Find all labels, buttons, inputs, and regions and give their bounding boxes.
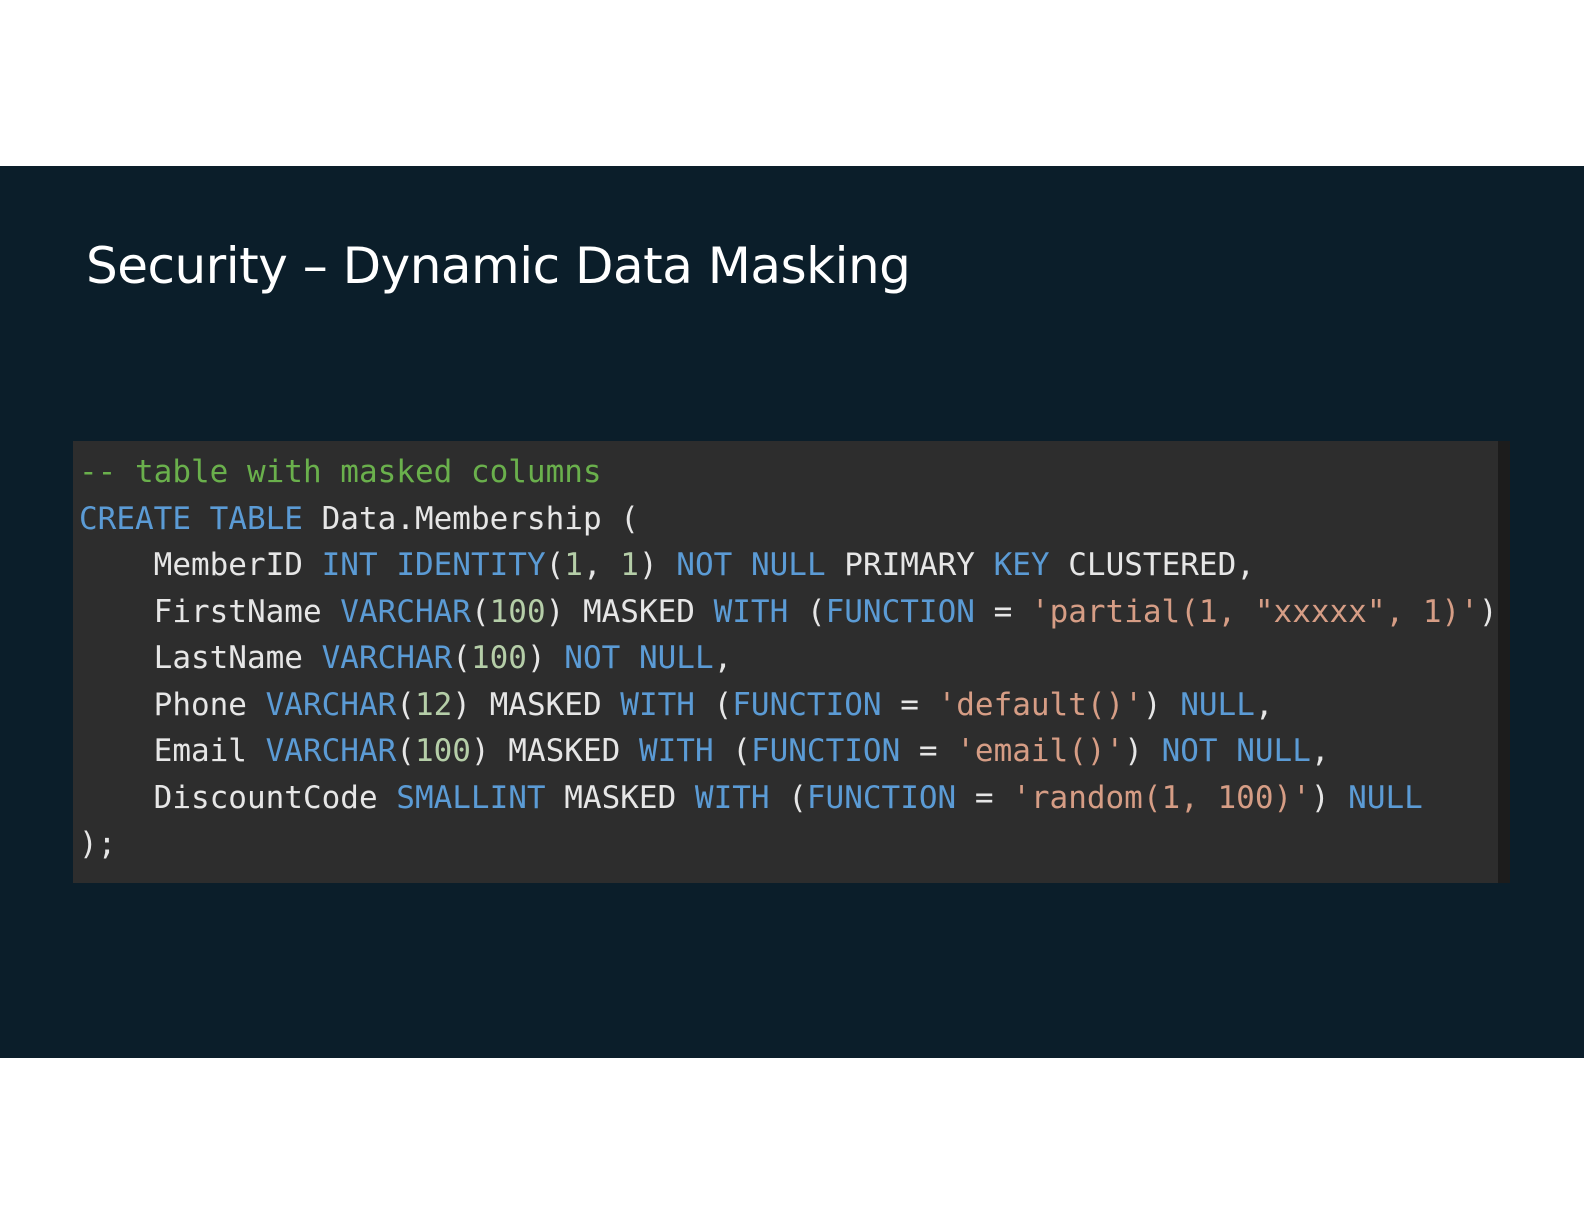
code-line: DiscountCode SMALLINT MASKED WITH (FUNCT… xyxy=(79,775,1498,822)
code-token: MemberID xyxy=(79,547,322,583)
code-token: 100 xyxy=(489,593,546,630)
code-token xyxy=(732,547,751,583)
code-token: -- table with masked columns xyxy=(79,454,602,490)
code-token: ( xyxy=(713,733,751,769)
code-token: Data.Membership ( xyxy=(302,500,639,537)
code-token: MASKED xyxy=(545,779,695,816)
code-token: 'partial(1, "xxxxx", 1)' xyxy=(1030,593,1479,630)
code-token: FirstName xyxy=(79,593,341,630)
code-token: = xyxy=(956,779,1013,816)
code-token: NULL xyxy=(638,640,714,676)
code-token: 12 xyxy=(414,686,453,723)
code-token: 'random(1, 100)' xyxy=(1012,779,1311,816)
code-token: ) MASKED xyxy=(452,686,621,723)
code-token: ) MASKED xyxy=(470,733,639,769)
code-token: NOT xyxy=(564,640,621,676)
code-token: ) xyxy=(1478,593,1498,630)
code-token: WITH xyxy=(620,686,695,723)
code-token: FUNCTION xyxy=(825,593,975,630)
code-token: ( xyxy=(452,640,471,676)
code-token: FUNCTION xyxy=(732,686,882,723)
code-line: Phone VARCHAR(12) MASKED WITH (FUNCTION … xyxy=(79,682,1498,729)
code-token: 100 xyxy=(414,733,471,769)
code-token: 1 xyxy=(620,547,639,583)
code-token: NOT xyxy=(676,547,733,583)
code-token: VARCHAR xyxy=(340,593,471,630)
code-token: 'default()' xyxy=(937,686,1143,723)
code-line: Email VARCHAR(100) MASKED WITH (FUNCTION… xyxy=(79,728,1498,775)
code-token: WITH xyxy=(638,733,714,769)
code-token: Email xyxy=(79,733,266,769)
code-token: IDENTITY xyxy=(396,547,546,583)
code-token: ) xyxy=(1142,686,1181,723)
code-line: FirstName VARCHAR(100) MASKED WITH (FUNC… xyxy=(79,589,1498,636)
code-line: CREATE TABLE Data.Membership ( xyxy=(79,496,1498,543)
code-token: FUNCTION xyxy=(750,733,901,769)
code-token: INT xyxy=(321,547,378,583)
code-token: PRIMARY xyxy=(825,547,994,583)
code-line: LastName VARCHAR(100) NOT NULL, xyxy=(79,635,1498,682)
code-token: NOT xyxy=(1161,733,1218,769)
code-token: , xyxy=(713,640,733,676)
code-token: TABLE xyxy=(209,500,303,537)
code-token xyxy=(1218,733,1237,769)
code-token: , xyxy=(582,547,621,583)
code-token: = xyxy=(881,686,938,723)
code-token: DiscountCode xyxy=(79,779,397,816)
code-token: = xyxy=(974,593,1031,630)
code-token: VARCHAR xyxy=(265,733,397,769)
code-token: ( xyxy=(470,593,490,630)
code-token: , xyxy=(1254,686,1274,723)
code-token: 100 xyxy=(470,640,527,676)
code-token: ) xyxy=(1310,779,1349,816)
code-line: -- table with masked columns xyxy=(79,449,1498,496)
code-token: ( xyxy=(396,733,415,769)
code-token: ( xyxy=(769,779,807,816)
code-token: ( xyxy=(396,686,415,723)
code-token: ( xyxy=(694,686,733,723)
code-token: ) MASKED xyxy=(545,593,714,630)
code-token: = xyxy=(900,733,957,769)
code-token: ) xyxy=(1124,733,1162,769)
code-token: WITH xyxy=(713,593,789,630)
code-token: CREATE xyxy=(79,500,191,537)
code-token: NULL xyxy=(1180,686,1255,723)
code-token xyxy=(191,501,210,537)
code-token: NULL xyxy=(1236,733,1311,769)
code-token: ) xyxy=(638,547,677,583)
code-token: NULL xyxy=(750,547,826,583)
code-token: ( xyxy=(788,593,826,630)
code-token: LastName xyxy=(79,640,322,676)
code-token: ) xyxy=(526,640,565,676)
code-token: CLUSTERED, xyxy=(1049,547,1255,583)
code-token: ( xyxy=(545,547,565,583)
code-token: FUNCTION xyxy=(806,779,957,816)
slide-title: Security – Dynamic Data Masking xyxy=(86,237,911,295)
code-token: Phone xyxy=(79,686,266,723)
code-token: WITH xyxy=(694,779,770,816)
code-line: ); xyxy=(79,821,1498,868)
code-token: 'email()' xyxy=(956,733,1125,769)
code-token xyxy=(378,547,397,583)
code-token: 1 xyxy=(564,547,583,583)
code-line: MemberID INT IDENTITY(1, 1) NOT NULL PRI… xyxy=(79,542,1498,589)
code-token: VARCHAR xyxy=(321,640,453,676)
code-token: KEY xyxy=(993,547,1050,583)
code-token: ); xyxy=(79,826,117,862)
code-token: VARCHAR xyxy=(265,686,397,723)
code-token: NULL xyxy=(1348,779,1423,816)
code-token: , xyxy=(1310,733,1330,769)
code-token xyxy=(620,640,639,676)
code-token: SMALLINT xyxy=(396,779,546,816)
